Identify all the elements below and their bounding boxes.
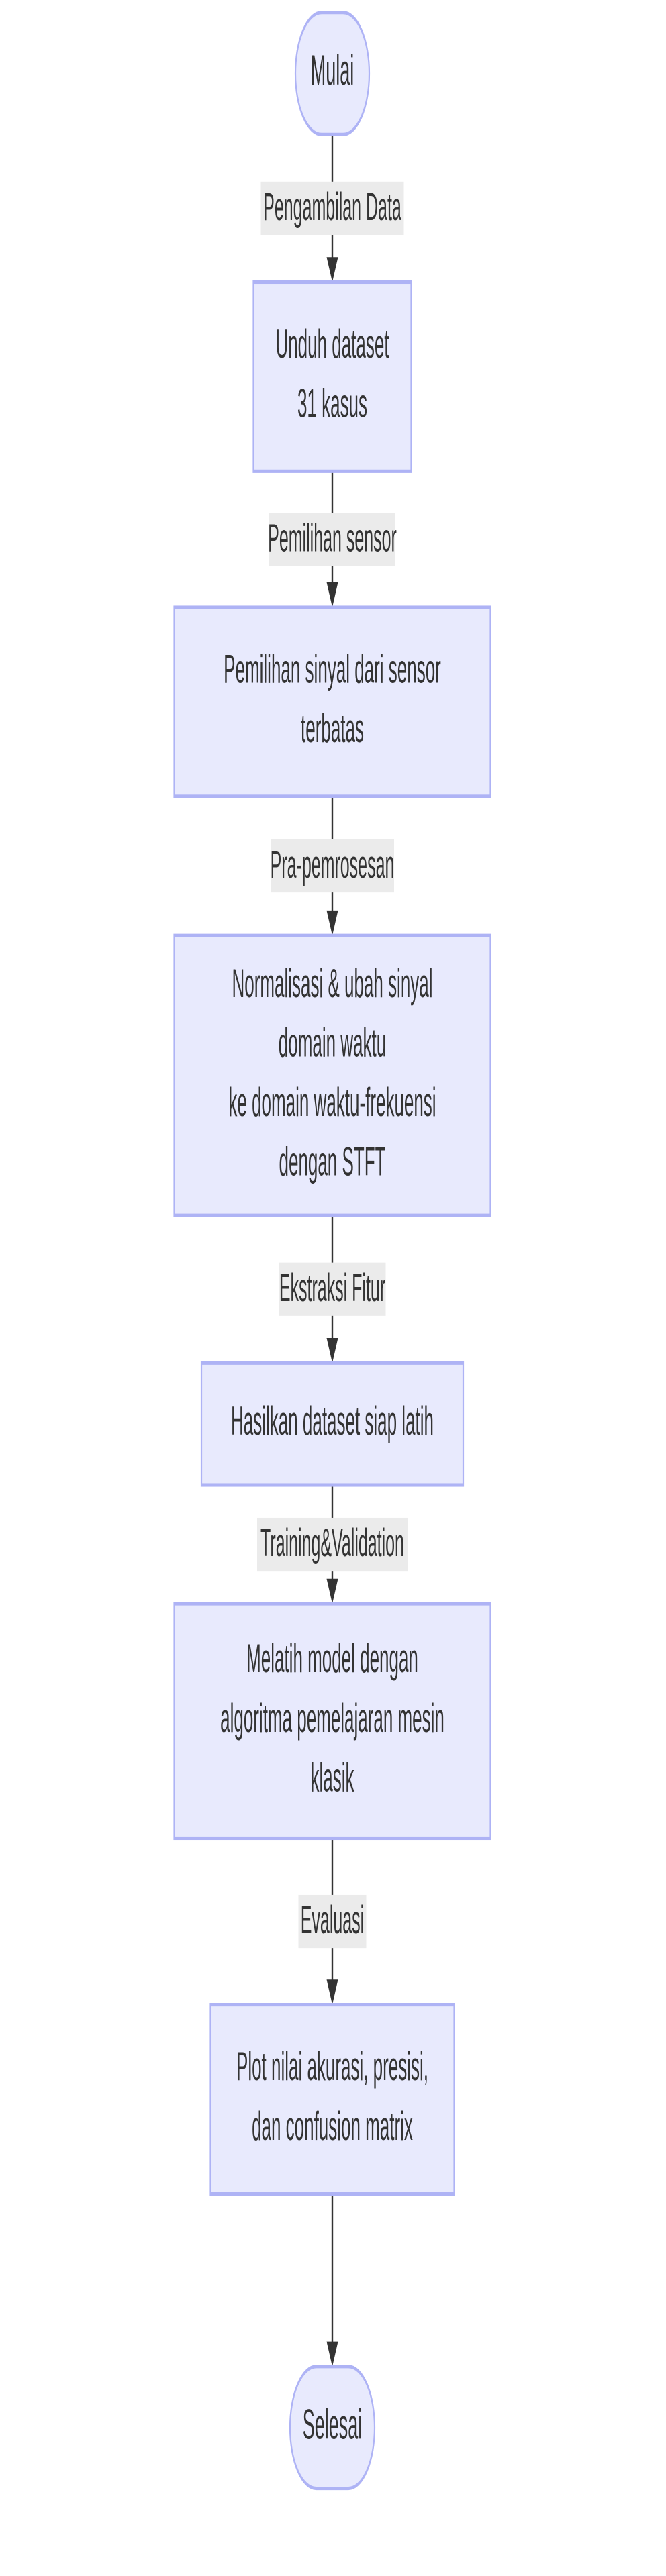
node-label-line: Plot nilai akurasi, presisi, [236, 2044, 428, 2090]
node-normalisasi[interactable]: Normalisasi & ubah sinyal domain waktu ke … [173, 933, 491, 1217]
edge-label-e1: Pengambilan Data [260, 181, 404, 236]
edge-label-e6: Evaluasi [298, 1894, 367, 1949]
process-shape [252, 280, 412, 473]
edge-label-e2: Pemilihan sensor [268, 513, 397, 566]
terminal-shape [289, 2365, 376, 2491]
arrowhead-icon [326, 910, 338, 936]
edge-label-background [298, 1894, 367, 1949]
node-label-line: dengan STFT [279, 1139, 386, 1184]
node-plot[interactable]: Plot nilai akurasi, presisi, dan confusio… [209, 2003, 455, 2196]
process-shape [173, 933, 491, 1217]
node-label-line: klasik [311, 1755, 354, 1800]
edge-label-background [279, 1262, 386, 1316]
edge-label-e4: Ekstraksi Fitur [279, 1262, 386, 1316]
node-label-line: dan confusion matrix [252, 2103, 413, 2149]
node-melatih[interactable]: Melatih model dengan algoritma pemelajara… [173, 1602, 491, 1841]
node-label-line: Unduh dataset [275, 321, 389, 367]
process-shape [209, 2003, 455, 2196]
node-mulai[interactable]: Mulai [294, 11, 371, 136]
edge-label-text: Pra-pemrosesan [271, 843, 395, 886]
edge-label-text: Evaluasi [301, 1898, 364, 1942]
node-selesai[interactable]: Selesai [289, 2365, 376, 2491]
edge-plot-to-selesai [326, 2194, 338, 2367]
node-unduh[interactable]: Unduh dataset 31 kasus [252, 280, 412, 473]
edge-label-background [260, 181, 404, 236]
edge-label-background [271, 839, 394, 893]
edge-label-e3: Pra-pemrosesan [271, 839, 395, 893]
arrowhead-icon [326, 1338, 338, 1363]
node-label-line: Pemilihan sinyal dari sensor [224, 646, 441, 692]
node-pemilihan[interactable]: Pemilihan sinyal dari sensor terbatas [173, 605, 491, 798]
edge-label-text: Ekstraksi Fitur [279, 1266, 385, 1310]
node-label-line: Selesai [303, 2401, 363, 2448]
edge-label-text: Training&Validation [260, 1521, 404, 1565]
terminal-shape [294, 11, 371, 136]
process-shape [200, 1361, 465, 1487]
arrowhead-icon [326, 1578, 338, 1604]
process-shape [173, 1602, 491, 1841]
edge-label-background [269, 513, 395, 566]
node-label-line: Melatih model dengan [246, 1636, 418, 1682]
arrowhead-icon [326, 582, 338, 608]
node-label-line: 31 kasus [297, 380, 367, 426]
edge-label-background [257, 1517, 408, 1572]
arrowhead-icon [326, 1979, 338, 2005]
node-label-line: domain waktu [279, 1020, 386, 1066]
arrowhead-icon [326, 2341, 338, 2367]
node-label-line: algoritma pemelajaran mesin [220, 1695, 444, 1741]
node-label-line: terbatas [301, 706, 364, 752]
process-shape [173, 605, 491, 798]
arrowhead-icon [326, 257, 338, 282]
node-label-line: Normalisasi & ubah sinyal [232, 960, 432, 1006]
node-hasilkan[interactable]: Hasilkan dataset siap latih [200, 1361, 465, 1487]
edge-label-text: Pemilihan sensor [268, 516, 397, 560]
node-label-line: ke domain waktu-frekuensi [228, 1079, 436, 1125]
edge-label-text: Pengambilan Data [263, 185, 401, 229]
node-label-line: Hasilkan dataset siap latih [231, 1398, 434, 1444]
edge-label-e5: Training&Validation [257, 1517, 408, 1572]
node-label-line: Mulai [311, 47, 354, 94]
